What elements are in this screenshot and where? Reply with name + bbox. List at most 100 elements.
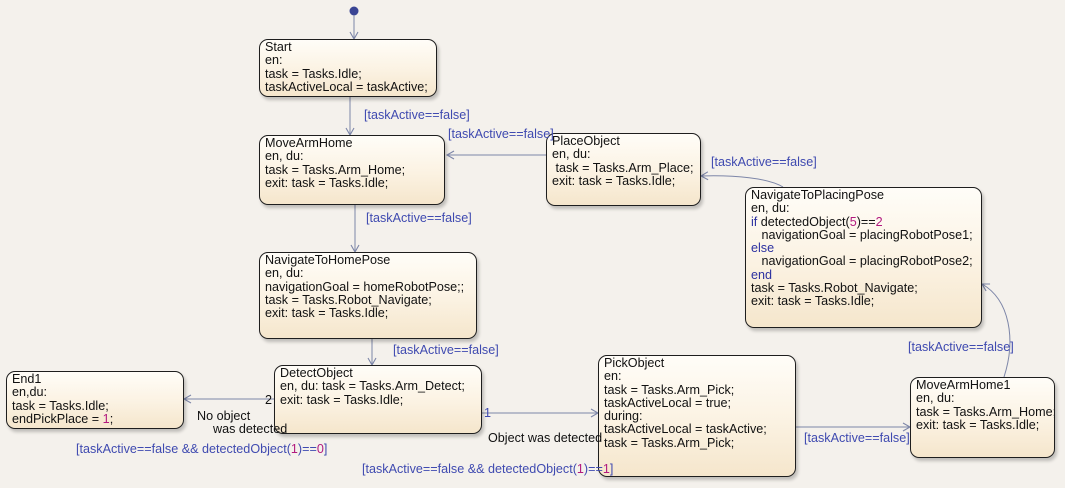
state-action-line: exit: task = Tasks.Idle;	[916, 417, 1049, 432]
code-token: en,du:	[12, 385, 48, 400]
state-action-line: endPickPlace = 1;	[12, 411, 178, 426]
code-token: task = Tasks.Arm_Pick;	[604, 435, 735, 450]
state-action-line: exit: task = Tasks.Idle;	[265, 175, 439, 190]
state-action-line: task = Tasks.Robot_Navigate;	[751, 281, 976, 295]
code-token: detectedObject(	[757, 214, 850, 229]
state-action-line: en, du:	[265, 267, 471, 280]
code-token: exit: task = Tasks.Idle;	[265, 175, 389, 190]
code-token: exit: task = Tasks.Idle;	[265, 306, 389, 321]
state-name: NavigateToPlacingPose	[751, 188, 885, 202]
code-token: taskActiveLocal = taskActive;	[265, 79, 428, 94]
label-no-object-line2: was detected	[213, 422, 288, 436]
code-token: en:	[265, 53, 283, 68]
guard-navhome-to-detect: [taskActive==false]	[393, 343, 499, 357]
code-token: en, du:	[916, 391, 955, 406]
state-action-line: during:	[604, 410, 790, 423]
state-name: Start	[265, 40, 292, 54]
state-action-line: exit: task = Tasks.Idle;	[751, 295, 976, 308]
execution-order-2: 2	[265, 393, 273, 407]
state-action-line: task = Tasks.Arm_Place;	[552, 160, 695, 175]
state-action-line: taskActiveLocal = true;	[604, 396, 790, 410]
state-name: MoveArmHome1	[916, 378, 1011, 392]
keyword-token: else	[751, 241, 775, 256]
guard-detect-to-pick: [taskActive==false && detectedObject(1)=…	[362, 462, 614, 476]
state-action-line: task = Tasks.Idle;	[265, 67, 431, 81]
code-token: en, du: task = Tasks.Arm_Detect;	[280, 379, 465, 394]
state-name: DetectObject	[280, 366, 353, 380]
code-token: task = Tasks.Arm_Pick;	[604, 382, 735, 397]
code-token: navigationGoal = placingRobotPose2;	[751, 254, 973, 269]
guard-placeobject-to-movearmhome: [taskActive==false]	[448, 127, 554, 141]
code-token: during:	[604, 409, 643, 424]
guard-detect-to-end1: [taskActive==false && detectedObject(1)=…	[76, 442, 328, 456]
code-token: navigationGoal = homeRobotPose;;	[265, 279, 465, 294]
number-token: 1	[102, 411, 110, 426]
state-action-line: en:	[265, 54, 431, 67]
state-name: PlaceObject	[552, 134, 620, 148]
guard-navplacing-to-placeobject: [taskActive==false]	[711, 155, 817, 169]
code-token: task = Tasks.Idle;	[12, 398, 109, 413]
state-action-line: en:	[604, 370, 790, 383]
code-token: exit: task = Tasks.Idle;	[751, 294, 875, 309]
code-token: exit: task = Tasks.Idle;	[916, 417, 1040, 432]
state-name: PickObject	[604, 356, 665, 370]
state-action-line: taskActiveLocal = taskActive;	[265, 79, 431, 94]
number-token: 2	[875, 214, 883, 229]
code-token: en, du:	[265, 266, 304, 281]
guard-movearmhome1-to-navplacing: [taskActive==false]	[908, 340, 1014, 354]
code-token: exit: task = Tasks.Idle;	[280, 392, 404, 407]
state-action-line: if detectedObject(5)==2	[751, 214, 976, 229]
state-action-line: en, du: task = Tasks.Arm_Detect;	[280, 380, 476, 393]
code-token: task = Tasks.Arm_Home;	[265, 162, 406, 177]
keyword-token: end	[751, 267, 773, 282]
guard-start-to-movearmhome: [taskActive==false]	[364, 108, 470, 122]
label-no-object-line1: No object	[197, 409, 251, 423]
state-action-line: navigationGoal = homeRobotPose;;	[265, 279, 471, 294]
code-token: task = Tasks.Robot_Navigate;	[265, 292, 432, 307]
state-action-line: task = Tasks.Idle;	[12, 398, 178, 413]
state-action-line: en, du:	[751, 202, 976, 215]
state-action-line: navigationGoal = placingRobotPose1;	[751, 228, 976, 242]
state-action-line: en,du:	[12, 386, 178, 399]
code-token: en, du:	[552, 147, 591, 162]
execution-order-1: 1	[484, 406, 492, 420]
state-action-line: task = Tasks.Robot_Navigate;	[265, 292, 471, 307]
number-token: 1	[602, 462, 610, 476]
state-action-line: en, du:	[552, 148, 695, 161]
state-action-line: exit: task = Tasks.Idle;	[265, 307, 471, 320]
state-action-line: else	[751, 242, 976, 255]
code-token: en, du:	[265, 149, 304, 164]
code-token: task = Tasks.Arm_Home;	[916, 404, 1055, 419]
code-token: exit: task = Tasks.Idle;	[552, 173, 676, 188]
state-name: NavigateToHomePose	[265, 253, 391, 267]
state-action-line: end	[751, 267, 976, 282]
state-action-line: task = Tasks.Arm_Pick;	[604, 435, 790, 450]
code-token: endPickPlace =	[12, 411, 103, 426]
state-action-line: taskActiveLocal = taskActive;	[604, 423, 790, 436]
code-token: task = Tasks.Arm_Place;	[552, 160, 694, 175]
guard-pick-to-movearmhome1: [taskActive==false]	[804, 431, 910, 445]
number-token: 1	[290, 442, 298, 456]
state-action-line: exit: task = Tasks.Idle;	[280, 392, 476, 407]
state-action-line: navigationGoal = placingRobotPose2;	[751, 255, 976, 268]
number-token: 1	[576, 462, 584, 476]
code-token: en:	[604, 369, 622, 384]
transition-movearmhome1-to-navplacing	[981, 283, 1011, 378]
state-action-line: task = Tasks.Arm_Home;	[265, 162, 439, 177]
code-token: en, du:	[751, 201, 790, 216]
code-token: )==	[856, 214, 876, 229]
state-name: MoveArmHome	[265, 136, 353, 150]
guard-movearmhome-to-navhome: [taskActive==false]	[366, 211, 472, 225]
keyword-token: if	[751, 214, 758, 229]
